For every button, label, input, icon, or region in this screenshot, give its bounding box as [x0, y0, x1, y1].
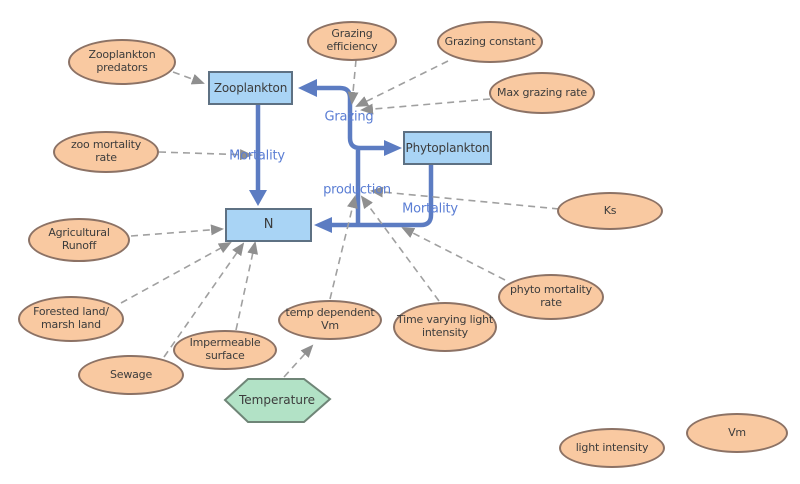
- converter-label: Zooplankton predators: [88, 48, 156, 74]
- influence-max-grazing-rate[interactable]: [360, 98, 491, 115]
- stock-phytoplankton[interactable]: Phytoplankton: [403, 131, 492, 165]
- flow-label-grazing[interactable]: Grazing: [324, 109, 374, 125]
- converter-label: temp dependent Vm: [285, 306, 375, 332]
- influence-sewage[interactable]: [163, 242, 245, 358]
- flow-pipe-phyto-mortality[interactable]: [332, 165, 434, 228]
- converter-label: Agricultural Runoff: [48, 226, 110, 252]
- stock-label: Phytoplankton: [405, 140, 490, 155]
- converter-impermeable-surface[interactable]: Impermeable surface: [173, 330, 277, 370]
- influence-zooplankton-predators[interactable]: [172, 71, 205, 85]
- converter-label: Grazing constant: [444, 34, 536, 48]
- converter-ks[interactable]: Ks: [557, 192, 663, 230]
- converter-label: Impermeable surface: [189, 336, 261, 362]
- influence-time-varying-light[interactable]: [360, 195, 440, 302]
- influence-ks[interactable]: [370, 186, 560, 210]
- converter-label: zoo mortality rate: [70, 138, 142, 164]
- converter-max-grazing-rate[interactable]: Max grazing rate: [489, 72, 595, 114]
- flow-label-zoo-mortality[interactable]: Mortality: [229, 148, 285, 164]
- converter-label: Max grazing rate: [497, 85, 587, 99]
- flow-pipe-grazing[interactable]: [315, 85, 386, 151]
- converter-label: light intensity: [575, 440, 649, 454]
- influence-temperature[interactable]: [283, 344, 314, 378]
- influence-phyto-mortality-rate[interactable]: [401, 227, 506, 281]
- influence-agricultural-runoff[interactable]: [130, 224, 224, 237]
- converter-grazing-efficiency[interactable]: Grazing efficiency: [307, 21, 397, 61]
- converter-label: Time varying light intensity: [397, 313, 493, 339]
- influence-zoo-mortality-rate[interactable]: [158, 149, 253, 161]
- converter-zoo-mortality-rate[interactable]: zoo mortality rate: [53, 131, 159, 173]
- stock-label: N: [263, 217, 274, 233]
- converter-label: phyto mortality rate: [510, 283, 592, 309]
- influence-forested-land[interactable]: [120, 242, 232, 304]
- hexagon-temperature-label: Temperature: [238, 393, 316, 407]
- flow-arrowhead-into-n-top: [249, 190, 267, 206]
- converter-phyto-mortality-rate[interactable]: phyto mortality rate: [498, 274, 604, 320]
- converter-label: Forested land/ marsh land: [33, 305, 109, 331]
- converter-vm[interactable]: Vm: [686, 413, 788, 453]
- flow-arrowhead-into-zooplankton: [298, 79, 317, 97]
- stock-zooplankton[interactable]: Zooplankton: [208, 71, 293, 105]
- influence-grazing-constant[interactable]: [355, 60, 449, 107]
- converter-sewage[interactable]: Sewage: [78, 355, 184, 395]
- hexagon-temperature[interactable]: [223, 378, 332, 423]
- stock-label: Zooplankton: [213, 80, 288, 95]
- influence-impermeable-surface[interactable]: [235, 241, 259, 331]
- flow-label-production[interactable]: production: [323, 182, 391, 198]
- converter-time-varying-light-intensity[interactable]: Time varying light intensity: [393, 302, 497, 352]
- flow-label-phyto-mortality[interactable]: Mortality: [402, 201, 458, 217]
- flow-arrowhead-into-phytoplankton: [384, 140, 402, 156]
- converter-zooplankton-predators[interactable]: Zooplankton predators: [68, 39, 176, 85]
- converter-light-intensity[interactable]: light intensity: [559, 428, 665, 468]
- converter-grazing-constant[interactable]: Grazing constant: [437, 21, 543, 63]
- stock-nitrogen[interactable]: N: [225, 208, 312, 242]
- converter-label: Grazing efficiency: [326, 27, 378, 53]
- flow-arrowhead-into-n-right: [314, 217, 332, 233]
- converter-forested-land[interactable]: Forested land/ marsh land: [18, 296, 124, 342]
- converter-label: Sewage: [109, 367, 153, 381]
- influence-grazing-efficiency[interactable]: [347, 59, 359, 105]
- converter-label: Ks: [603, 203, 617, 217]
- converter-temp-dependent-vm[interactable]: temp dependent Vm: [278, 300, 382, 340]
- converter-label: Vm: [728, 425, 746, 439]
- influence-temp-dependent-vm[interactable]: [329, 195, 358, 300]
- converter-agricultural-runoff[interactable]: Agricultural Runoff: [28, 218, 130, 262]
